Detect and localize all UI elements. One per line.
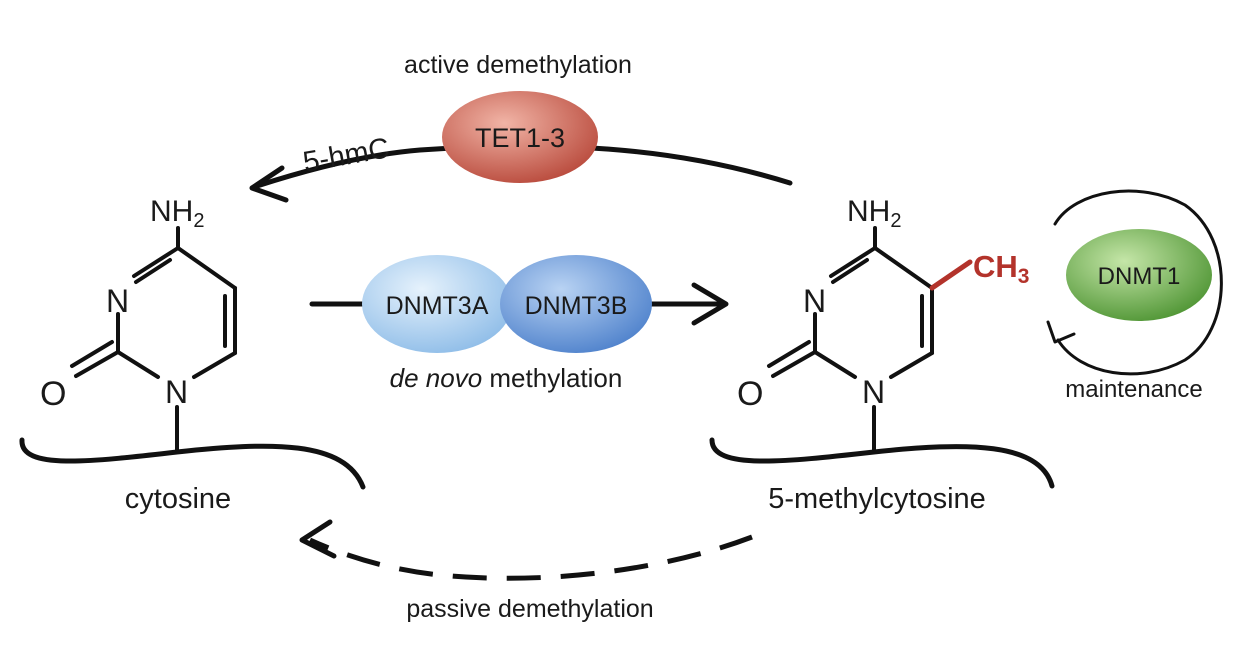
cytosine-dna-backbone <box>19 437 366 490</box>
methylcytosine-oxygen-label: O <box>737 375 763 413</box>
tet-label: TET1-3 <box>475 123 565 153</box>
active-demethylation-label: active demethylation <box>404 51 632 79</box>
de-novo-methylation-label: de novo methylation <box>390 363 623 393</box>
methyl-bond <box>929 259 973 291</box>
maintenance-loop-arrow <box>1046 189 1223 376</box>
cytosine-n3-label: N <box>106 283 129 319</box>
arrowhead-right-icon <box>691 282 729 326</box>
maintenance-label: maintenance <box>1065 376 1202 403</box>
dashed-arrowhead-left-icon <box>299 519 337 559</box>
cytosine-label: cytosine <box>125 483 231 515</box>
methylcytosine-label: 5-methylcytosine <box>768 483 986 515</box>
arrowhead-left-icon <box>249 165 289 203</box>
methylcytosine-n1-label: N <box>862 374 885 410</box>
methylcytosine-nh2-label: NH2 <box>847 195 901 232</box>
loop-arrowhead-icon <box>1046 320 1076 344</box>
passive-demethylation-arrow <box>299 519 753 581</box>
dnmt3a-label: DNMT3A <box>386 292 489 320</box>
tet-enzyme-node: TET1-3 <box>442 91 598 183</box>
passive-demethylation-label: passive demethylation <box>406 595 653 623</box>
de-novo-italic: de novo <box>390 363 483 393</box>
methylcytosine-dna-backbone <box>709 437 1055 489</box>
methylcytosine-n3-label: N <box>803 283 826 319</box>
cytosine-nh2-label: NH2 <box>150 195 204 232</box>
methylation-word: methylation <box>482 363 622 393</box>
dnmt3b-label: DNMT3B <box>525 292 628 320</box>
five-hmc-label: 5-hmC <box>301 132 392 179</box>
methyl-group-label: CH3 <box>973 249 1029 288</box>
methylcytosine-structure <box>767 226 934 454</box>
cytosine-oxygen-label: O <box>40 375 66 413</box>
dnmt3a-enzyme-node: DNMT3A <box>362 255 512 353</box>
dnmt1-label: DNMT1 <box>1098 263 1181 290</box>
dnmt3b-enzyme-node: DNMT3B <box>500 255 652 353</box>
dnmt1-enzyme-node: DNMT1 <box>1066 229 1212 321</box>
cytosine-n1-label: N <box>165 374 188 410</box>
cytosine-structure <box>70 226 237 454</box>
